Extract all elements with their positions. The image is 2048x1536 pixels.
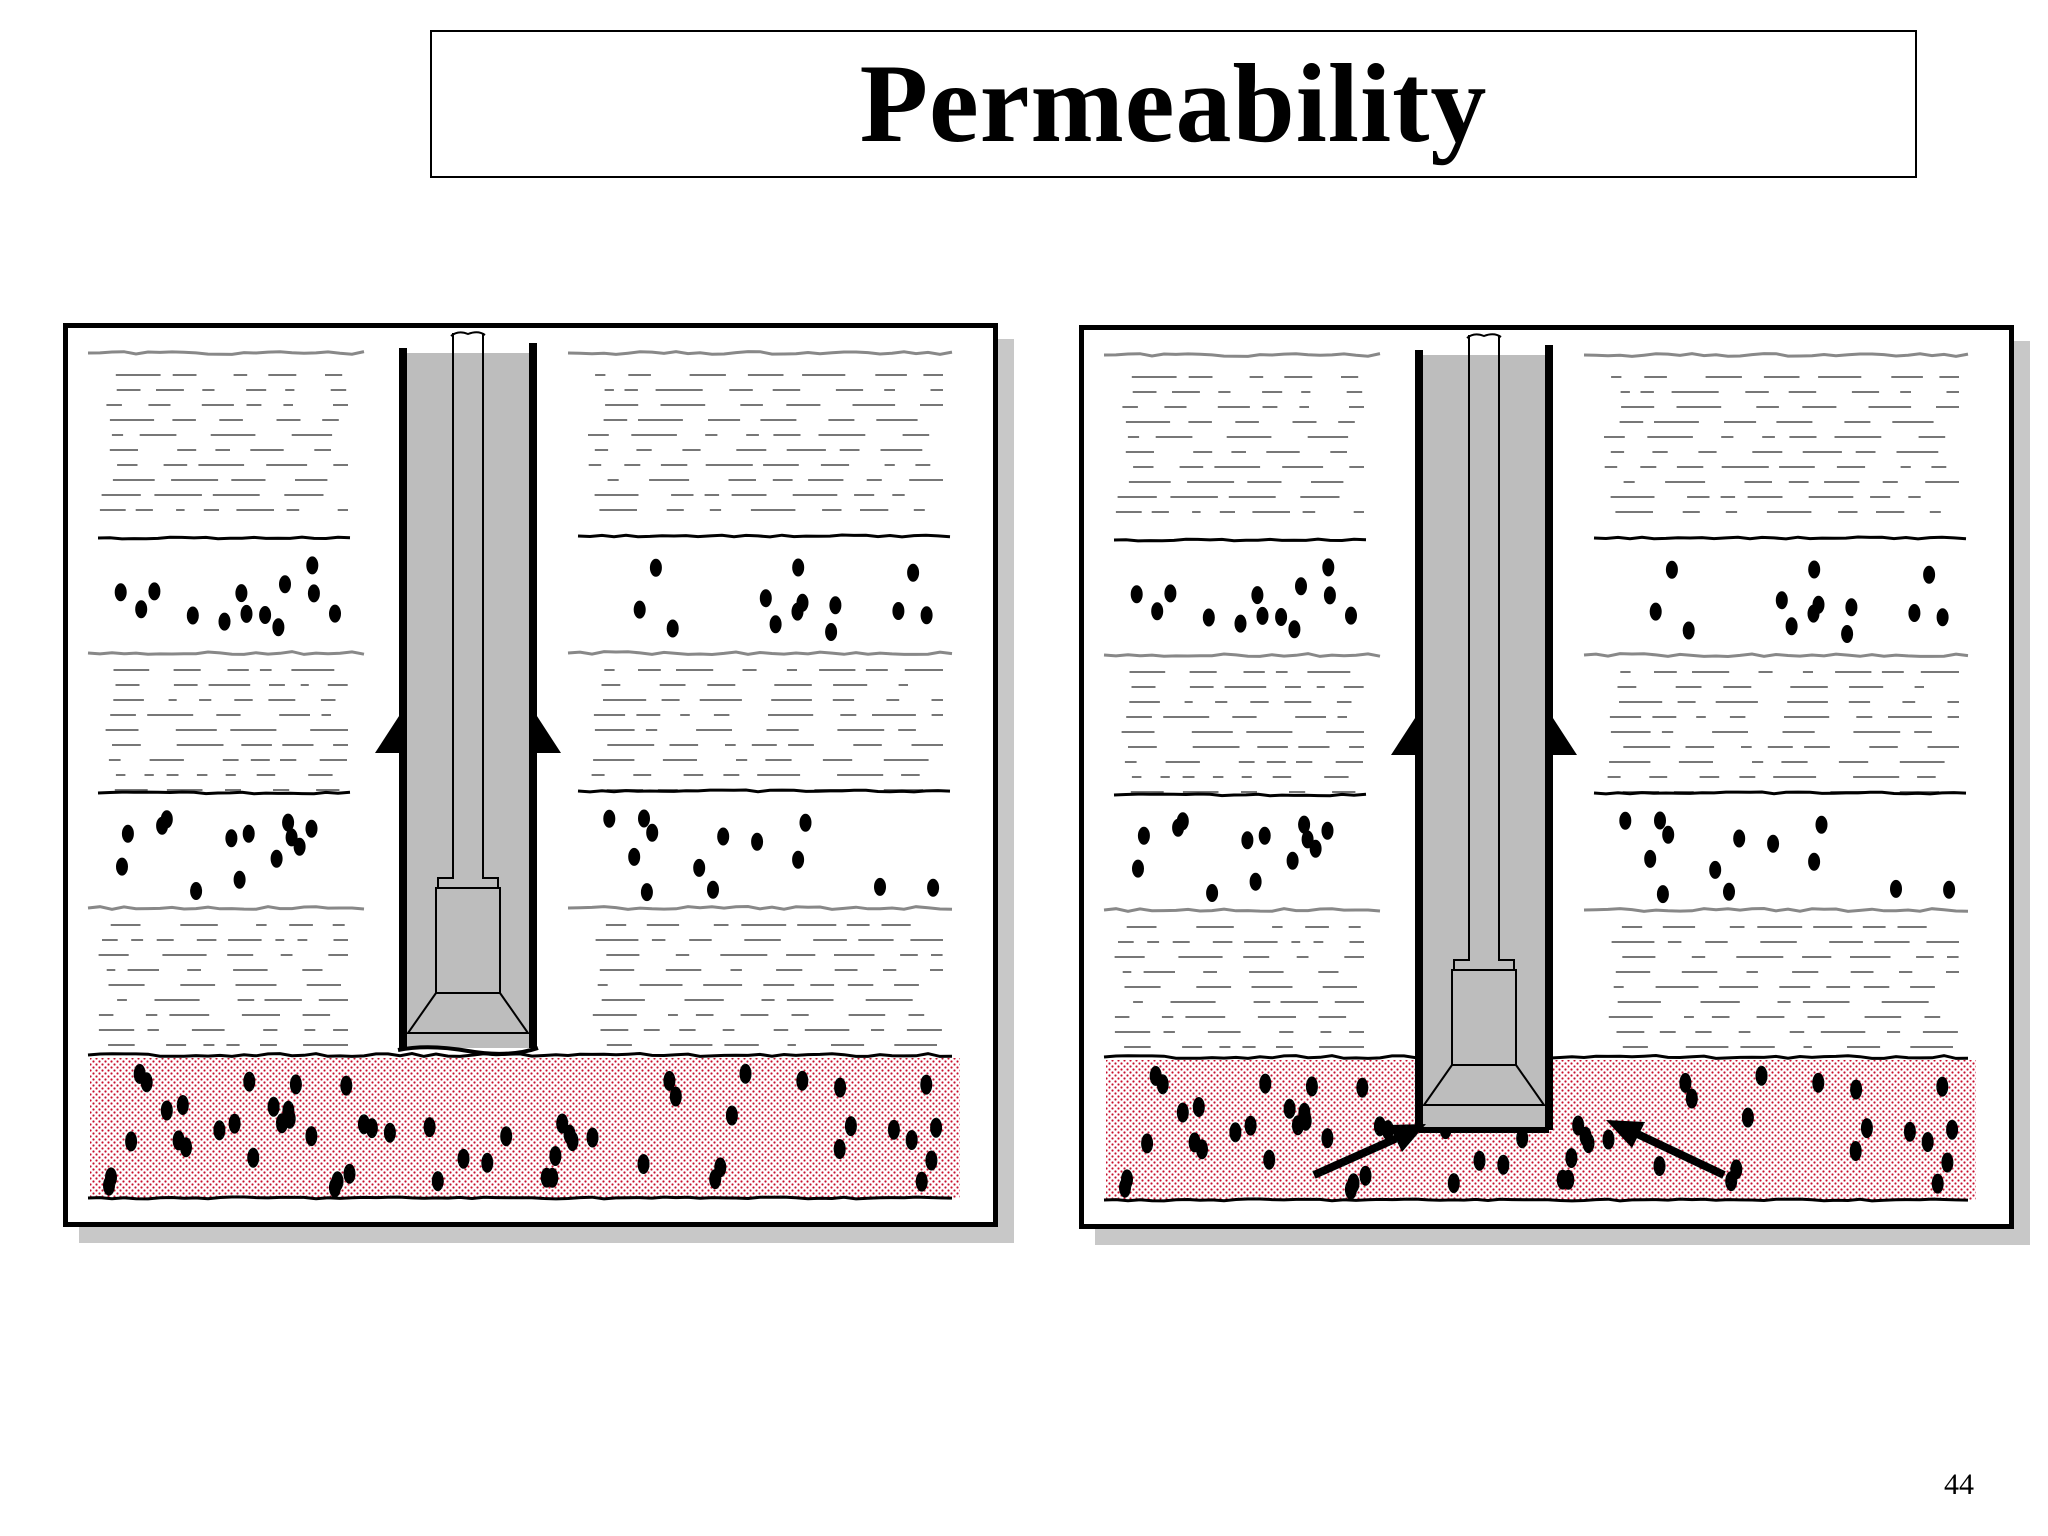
left-wellbore-illustration	[87, 331, 960, 1201]
title-box: Permeability	[430, 30, 1917, 178]
page-number: 44	[1944, 1468, 1974, 1501]
right-wellbore-illustration	[1103, 333, 1976, 1203]
right-panel-wellbore-diagram	[1079, 325, 2014, 1229]
slide-title: Permeability	[859, 41, 1488, 166]
left-panel-wellbore-diagram	[63, 323, 998, 1227]
